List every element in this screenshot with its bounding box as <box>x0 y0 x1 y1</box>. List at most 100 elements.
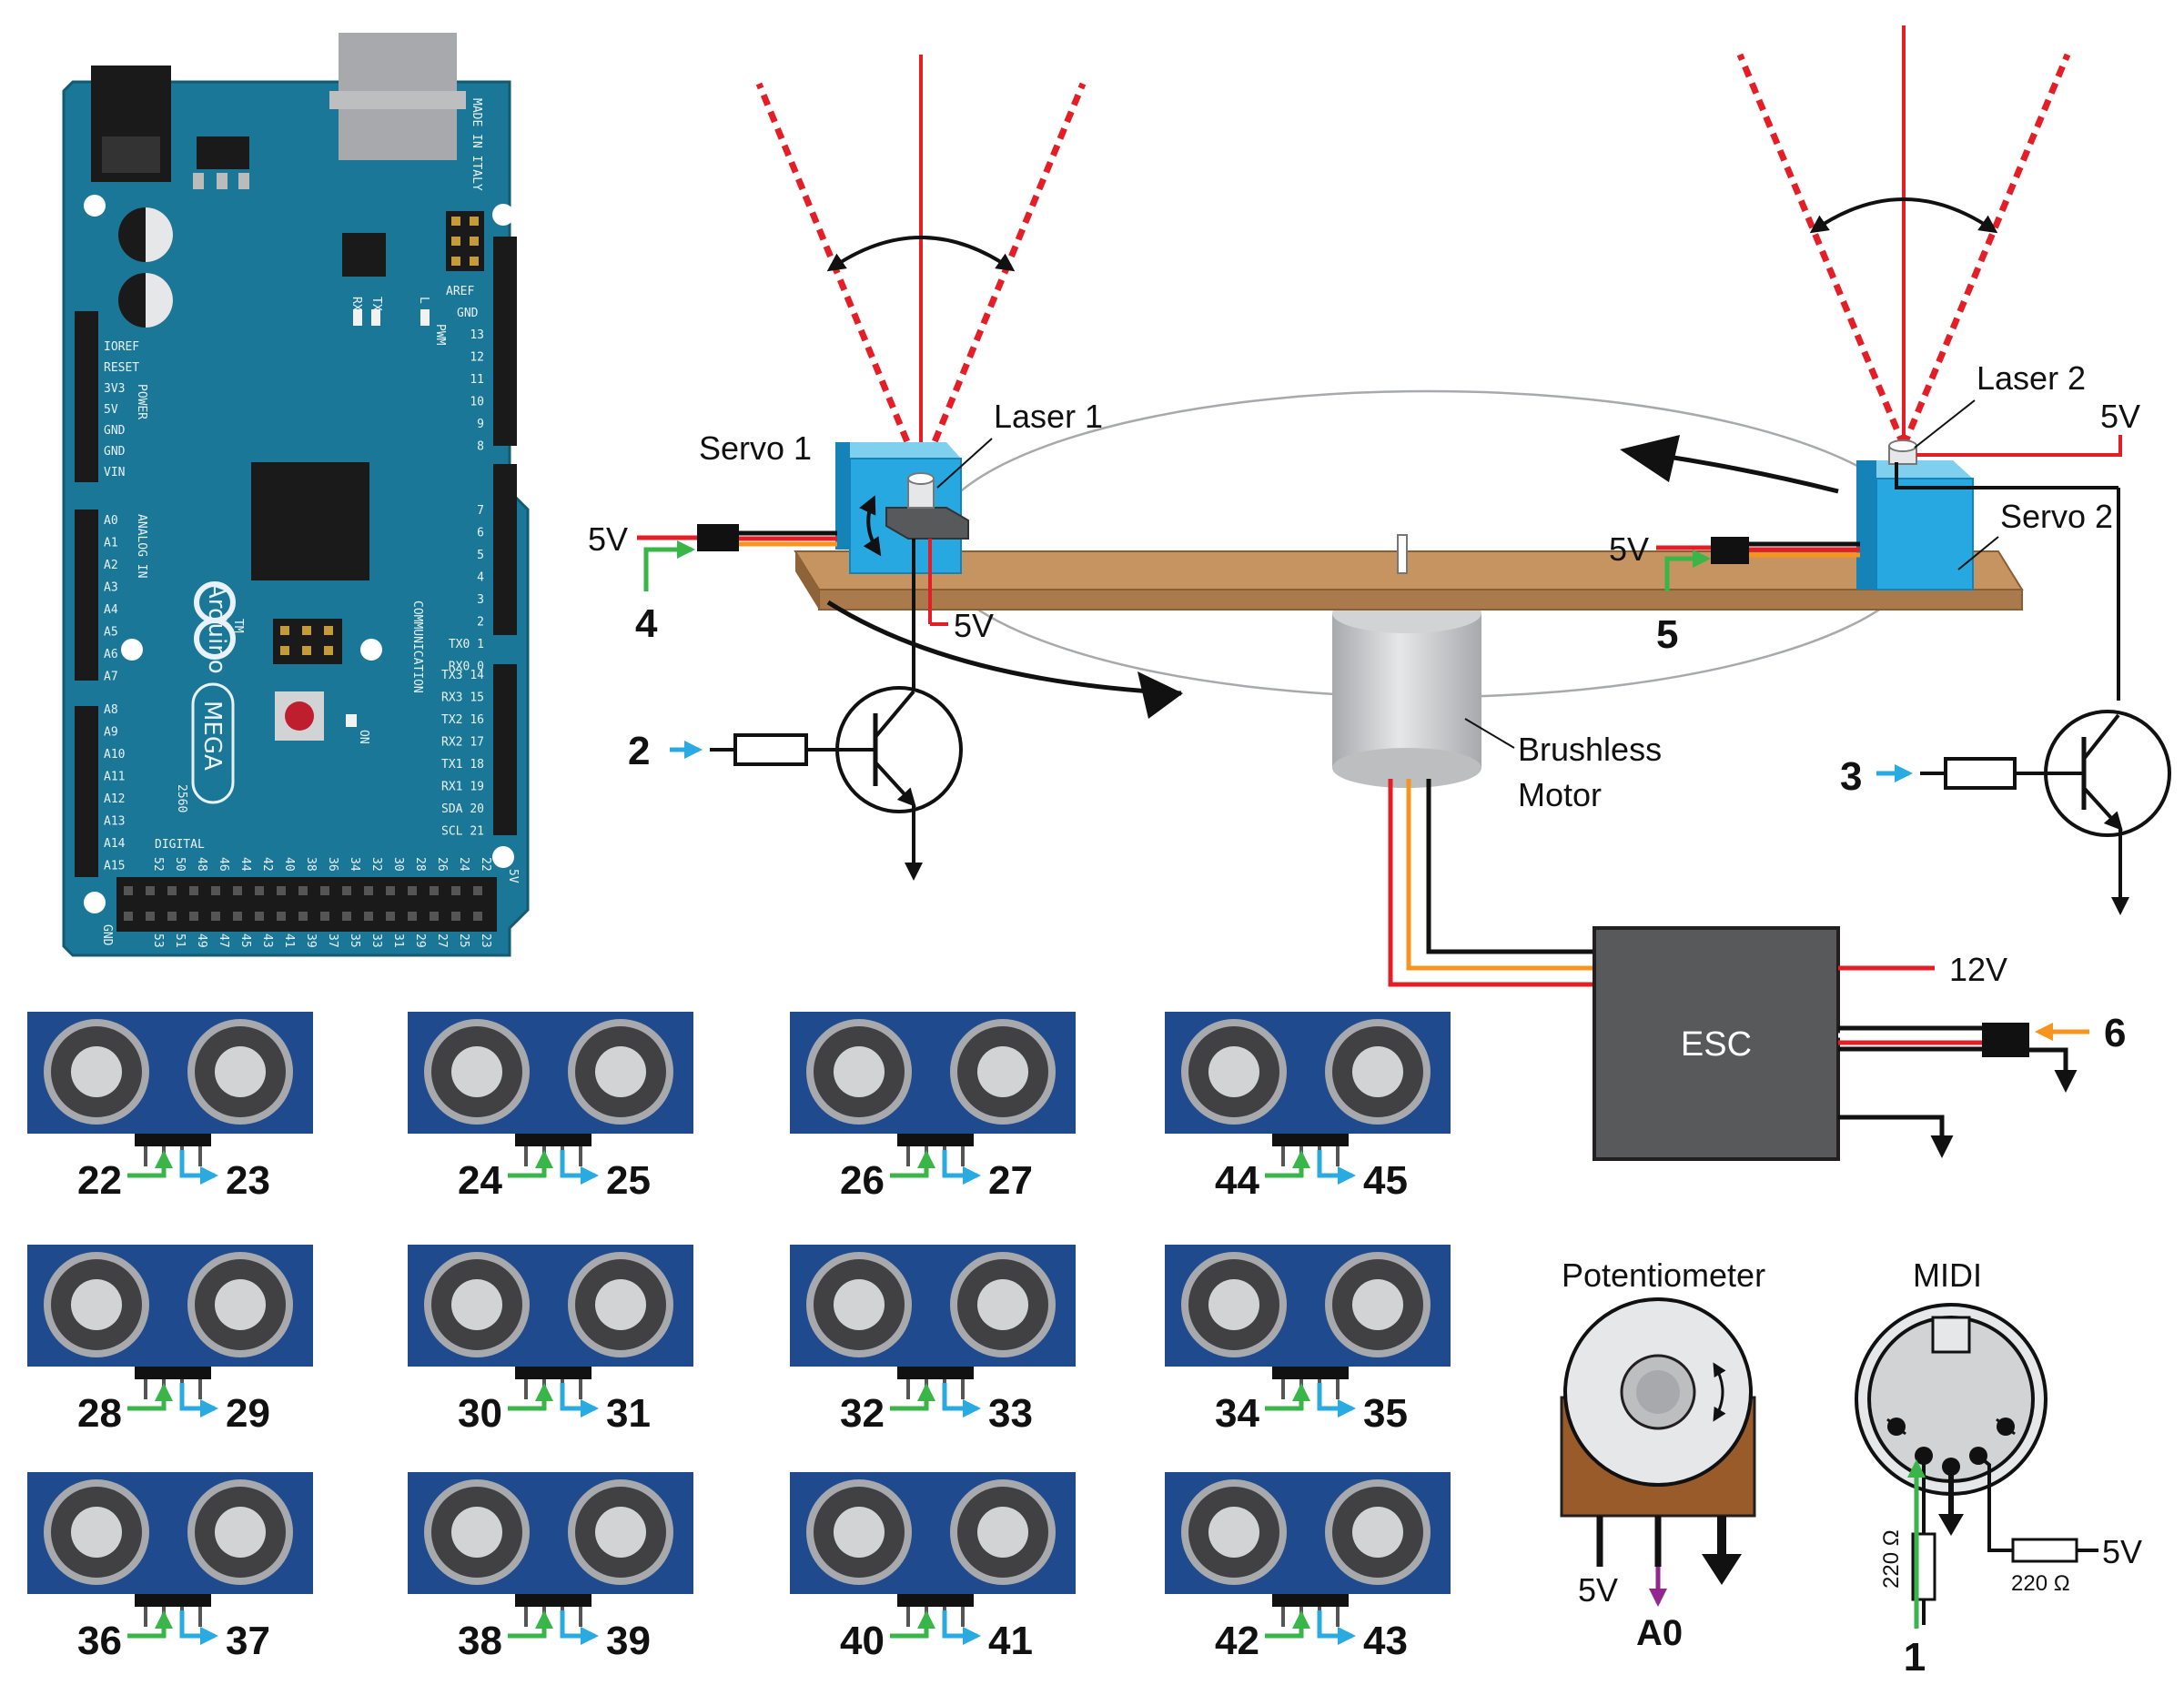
servo1-rotate-icon <box>859 495 882 557</box>
pwm-pin-label: 7 <box>477 504 484 518</box>
brushless-motor <box>1332 613 1481 768</box>
pwm-pin-label: RX0 0 <box>449 661 484 674</box>
analog-header-2 <box>75 706 98 877</box>
model-label: MEGA <box>198 701 226 771</box>
communication-header <box>493 664 517 835</box>
analog-pin-label: A15 <box>104 860 125 873</box>
svg-text:PWM: PWM <box>433 324 447 346</box>
potentiometer-title: Potentiometer <box>1562 1256 1765 1294</box>
sensor-trigger-pin: 32 <box>840 1391 885 1436</box>
digital-pin-label: 31 <box>391 933 405 948</box>
sensor-header <box>1272 1594 1349 1607</box>
made-in-label: MADE IN ITALY <box>470 98 483 191</box>
laser2-label: Laser 2 <box>1977 359 2086 397</box>
sensor-trigger-pin: 34 <box>1215 1391 1259 1436</box>
sensor-trigger-pin: 22 <box>77 1158 122 1203</box>
digital-pin-label: 46 <box>217 857 230 872</box>
sensor-trigger-pin: 40 <box>840 1619 885 1663</box>
laser2-sweep-arrow <box>1809 197 1998 234</box>
on-led <box>346 714 357 727</box>
rotation-arrow-back <box>1655 452 1839 494</box>
comm-pin-label: TX2 16 <box>441 713 484 727</box>
digital-pin-label: 23 <box>479 933 492 948</box>
mount-hole <box>492 846 514 868</box>
pwm-pin-label: 4 <box>477 571 484 585</box>
motor-label-line1: Brushless <box>1518 731 1662 768</box>
pwm-pin-label: TX0 1 <box>449 638 484 651</box>
servo1-label: Servo 1 <box>699 429 812 467</box>
analog-pin-label: A1 <box>104 537 118 550</box>
comm-pin-label: RX1 19 <box>441 781 484 794</box>
servo2-signal-pin: 5 <box>1656 612 1678 657</box>
voltage-regulator <box>197 136 249 169</box>
sensor-header <box>1272 1134 1349 1146</box>
digital-pin-label: 44 <box>238 857 252 872</box>
analog-pin-label: A10 <box>104 748 125 762</box>
laser2-sweep-left <box>1736 53 1907 448</box>
digital-pin-label: 50 <box>173 857 187 872</box>
midi-pin: 1 <box>1904 1635 1926 1680</box>
svg-text:AREF: AREF <box>446 285 474 298</box>
servo1 <box>835 442 969 574</box>
rx-led <box>353 309 362 326</box>
ultrasonic-sensor: 32 33 <box>790 1245 1076 1436</box>
digital-pin-label: 35 <box>348 933 361 948</box>
midi-key <box>1931 1316 1971 1354</box>
sensor-header <box>515 1594 592 1607</box>
mount-hole <box>84 195 106 217</box>
digital-pin-label: 34 <box>348 857 361 872</box>
sensor-echo-pin: 27 <box>988 1158 1033 1203</box>
digital-pin-label: 42 <box>260 857 274 872</box>
pwm-pin-label: 11 <box>470 373 484 387</box>
digital-pin-label: 25 <box>457 933 470 948</box>
potentiometer-rotate-icon <box>1713 1362 1726 1422</box>
laser2-supply-label: 5V <box>2100 398 2140 435</box>
pwm-pin-label: 2 <box>477 616 484 630</box>
sensor-trigger-pin: 44 <box>1215 1158 1259 1203</box>
svg-text:2560: 2560 <box>175 784 188 812</box>
svg-text:ON: ON <box>357 730 370 744</box>
comm-pin-label: TX3 14 <box>441 669 484 682</box>
sensor-header <box>897 1134 974 1146</box>
comm-pin-label: RX3 15 <box>441 691 484 705</box>
power-header <box>75 311 98 482</box>
power-pin-label: 5V <box>104 403 118 417</box>
digital-pin-label: 51 <box>173 933 187 948</box>
servo2 <box>1856 439 1974 590</box>
motor-label-line2: Motor <box>1518 776 1602 813</box>
icsp-header-middle <box>273 619 342 664</box>
pwm-pin-label: 6 <box>477 527 484 540</box>
microcontroller-chip <box>251 462 369 580</box>
power-pin-label: RESET <box>104 361 139 375</box>
svg-text:DIGITAL: DIGITAL <box>155 838 205 852</box>
analog-pin-label: A9 <box>104 726 118 740</box>
ultrasonic-sensor: 26 27 <box>790 1012 1076 1203</box>
midi-resistor1-label: 220 Ω <box>1879 1529 1904 1589</box>
esc-signal-connector <box>1982 1023 2029 1057</box>
sensor-echo-pin: 33 <box>988 1391 1033 1436</box>
power-pin-label: 3V3 <box>104 382 125 396</box>
sensor-echo-pin: 37 <box>226 1619 270 1663</box>
pwm-pin-label: 10 <box>470 396 484 409</box>
analog-header-1 <box>75 510 98 681</box>
servo1-supply-label: 5V <box>588 520 628 558</box>
usb-chip <box>342 233 386 277</box>
digital-header <box>116 877 497 932</box>
servo2-connector <box>1711 537 1749 564</box>
transistor2-pin: 3 <box>1840 754 1862 799</box>
svg-text:L: L <box>417 297 430 304</box>
esc-label: ESC <box>1681 1025 1752 1064</box>
comm-pin-label: SDA 20 <box>441 802 484 816</box>
arduino-logo <box>194 581 236 660</box>
digital-pin-label: 27 <box>435 933 449 948</box>
sensor-header <box>897 1594 974 1607</box>
sensor-trigger-pin: 26 <box>840 1158 885 1203</box>
potentiometer-output-pin: A0 <box>1636 1613 1683 1653</box>
rotation-arrow-front <box>826 600 1182 696</box>
digital-pin-label: 24 <box>457 857 470 872</box>
analog-pin-label: A6 <box>104 648 118 661</box>
